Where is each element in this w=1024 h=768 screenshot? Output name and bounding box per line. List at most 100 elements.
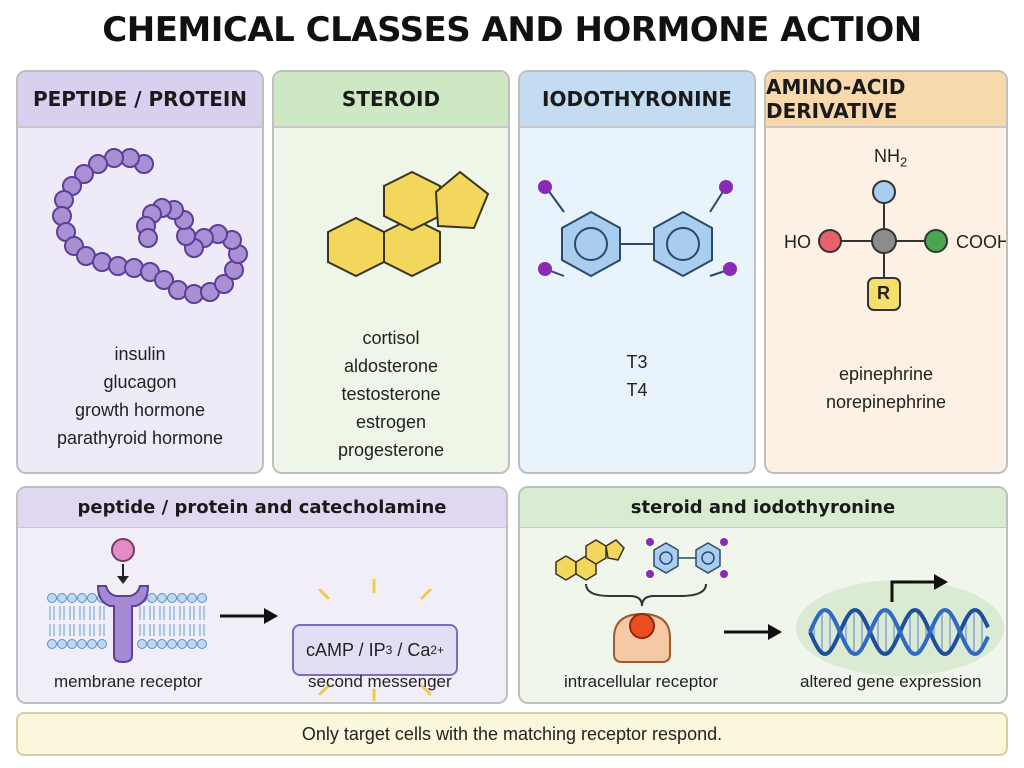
arrow-icon (768, 624, 782, 640)
benzene-ring-left (561, 210, 621, 278)
phospholipid-head (177, 639, 187, 649)
amino-acid-bead (154, 270, 174, 290)
benzene-ring-right (653, 210, 713, 278)
cell-membrane-icon (47, 593, 207, 649)
steroid-mini-icon (555, 539, 625, 581)
intracellular-receptor-label: intracellular receptor (564, 672, 719, 691)
example-item: progesterone (337, 440, 445, 460)
binding-arrow-icon (117, 576, 129, 584)
steroid-rings-icon (327, 170, 490, 278)
second-messenger-label: second messenger (308, 672, 452, 691)
dna-helix-icon (808, 608, 990, 656)
phospholipid-head (77, 593, 87, 603)
phospholipid-head (67, 593, 77, 603)
peptide-examples: insulin glucagon growth hormone parathyr… (18, 340, 262, 452)
phospholipid-head (147, 639, 157, 649)
phospholipid-head (157, 639, 167, 649)
carboxyl-label: COOH (956, 232, 1008, 252)
peptide-class-title: PEPTIDE / PROTEIN (18, 72, 262, 128)
iodothyronine-mini-icon (646, 538, 728, 578)
membrane-panel-heading: peptide / protein and catecholamine (18, 488, 506, 528)
iodothyronine-class-title: IODOTHYRONINE (520, 72, 754, 128)
example-item: growth hormone (74, 400, 206, 420)
footer-note: Only target cells with the matching rece… (16, 712, 1008, 756)
example-item: norepinephrine (825, 392, 947, 412)
phospholipid-head (47, 639, 57, 649)
iodine-atom (538, 262, 552, 276)
phospholipid-head (87, 593, 97, 603)
example-item: T4 (626, 380, 648, 400)
amino-acid-examples: epinephrine norepinephrine (766, 360, 1006, 416)
hydroxyl-group-atom (818, 229, 842, 253)
steroid-ring-a (327, 216, 385, 278)
phospholipid-head (167, 593, 177, 603)
phospholipid-head (87, 639, 97, 649)
example-item: estrogen (355, 412, 427, 432)
iodine-atom (719, 180, 733, 194)
phospholipid-head (187, 593, 197, 603)
membrane-receptor-icon (96, 585, 150, 664)
steroid-ring-d (434, 170, 490, 230)
phospholipid-head (157, 593, 167, 603)
phospholipid-head (137, 639, 147, 649)
phospholipid-head (97, 639, 107, 649)
phospholipid-head (57, 593, 67, 603)
steroid-examples: cortisol aldosterone testosterone estrog… (274, 324, 508, 464)
phospholipid-head (177, 593, 187, 603)
arrow-icon (264, 608, 278, 624)
iodine-atom (538, 180, 552, 194)
transcription-arrow-icon (890, 580, 936, 602)
example-item: cortisol (362, 328, 420, 348)
phospholipid-head (197, 639, 207, 649)
amino-acid-structure-icon (818, 180, 948, 311)
carboxyl-group-atom (924, 229, 948, 253)
example-item: insulin (114, 344, 166, 364)
phospholipid-head (147, 593, 157, 603)
example-item: testosterone (341, 384, 441, 404)
hormone-ligand-icon (111, 538, 135, 562)
amine-group-atom (872, 180, 896, 204)
example-item: T3 (626, 352, 648, 372)
amino-acid-bead (88, 154, 108, 174)
example-item: epinephrine (838, 364, 934, 384)
phospholipid-head (167, 639, 177, 649)
example-item: parathyroid hormone (56, 428, 224, 448)
phospholipid-head (47, 593, 57, 603)
phospholipid-head (197, 593, 207, 603)
iodine-atom (723, 262, 737, 276)
bound-hormone-icon (629, 613, 655, 639)
side-chain-box (867, 277, 901, 311)
intracellular-panel-heading: steroid and iodothyronine (520, 488, 1006, 528)
signal-burst-icon (318, 578, 432, 702)
membrane-receptor-label: membrane receptor (54, 672, 203, 691)
side-chain-label: R (877, 283, 890, 303)
intracellular-mechanism-diagram (555, 538, 1004, 676)
example-item: glucagon (103, 372, 177, 392)
peptide-chain-icon (52, 148, 248, 304)
iodothyronine-examples: T3 T4 (520, 348, 754, 404)
iodothyronine-class-card: IODOTHYRONINE T3 T4 (518, 70, 756, 474)
phospholipid-head (187, 639, 197, 649)
amino-acid-bead (74, 164, 94, 184)
phospholipid-head (57, 639, 67, 649)
amino-acid-class-card: AMINO-ACID DERIVATIVE NH2 HO COOH R epin… (764, 70, 1008, 474)
phospholipid-head (77, 639, 87, 649)
peptide-class-card: PEPTIDE / PROTEIN insulin glucagon growt… (16, 70, 264, 474)
steroid-class-card: STEROID cortisol aldosterone testosteron… (272, 70, 510, 474)
example-item: aldosterone (343, 356, 439, 376)
amino-acid-class-title: AMINO-ACID DERIVATIVE (766, 72, 1006, 128)
gene-expression-label: altered gene expression (800, 672, 982, 691)
intracellular-receptor-panel: steroid and iodothyronine (518, 486, 1008, 704)
amino-acid-bead (138, 228, 158, 248)
steroid-ring-c (383, 170, 441, 232)
membrane-mechanism-diagram (47, 538, 432, 702)
iodothyronine-structure-icon (538, 180, 737, 278)
hydroxyl-label: HO (784, 232, 811, 252)
steroid-class-title: STEROID (274, 72, 508, 128)
page-title: CHEMICAL CLASSES AND HORMONE ACTION (102, 10, 922, 50)
amino-acid-bead (214, 274, 234, 294)
alpha-carbon-atom (871, 228, 897, 254)
dna-strand (808, 608, 990, 656)
amine-label: NH2 (874, 146, 908, 170)
